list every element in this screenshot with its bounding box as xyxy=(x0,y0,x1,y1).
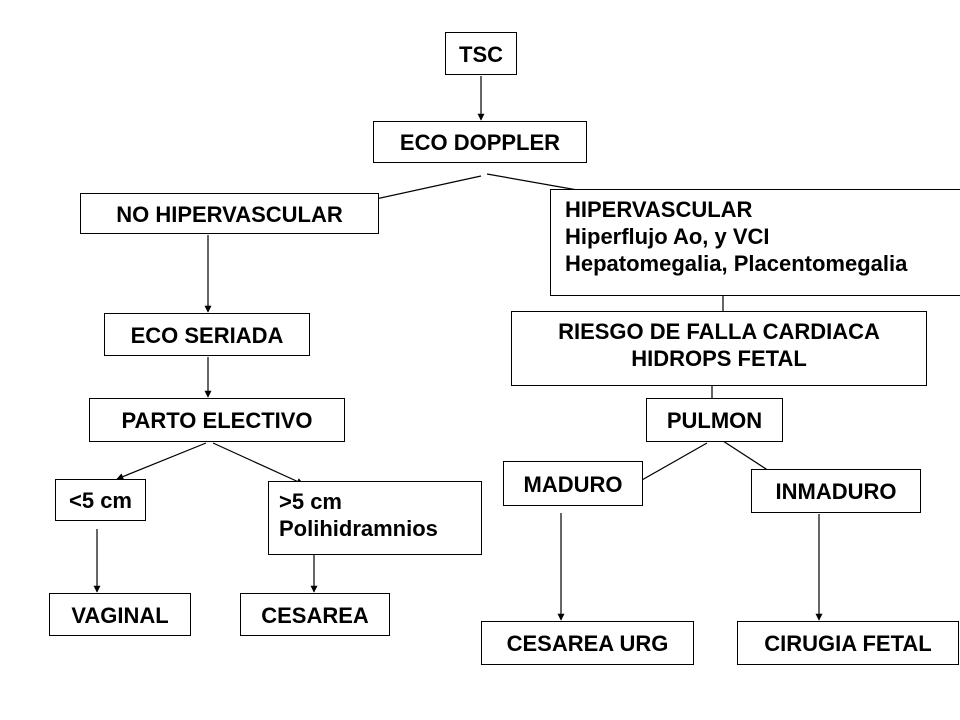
node-hipervascular-line-2: Hiperflujo Ao, y VCI xyxy=(565,224,770,249)
node-cesarea: CESAREA xyxy=(240,593,390,636)
node-no-hipervascular-text: NO HIPERVASCULAR xyxy=(116,202,343,227)
node-pulmon: PULMON xyxy=(646,398,783,442)
node-maduro-text: MADURO xyxy=(523,472,623,497)
node-eco-seriada-text: ECO SERIADA xyxy=(130,323,284,348)
node-inmaduro-text: INMADURO xyxy=(775,479,897,504)
node-hipervascular-line-3: Hepatomegalia, Placentomegalia xyxy=(565,251,908,276)
node-cesarea-text: CESAREA xyxy=(261,603,369,628)
node-eco-doppler-text: ECO DOPPLER xyxy=(399,130,561,155)
node-mas-5cm-line-1: >5 cm xyxy=(279,489,342,514)
node-menos-5cm-text: <5 cm xyxy=(69,488,132,513)
node-menos-5cm: <5 cm xyxy=(55,479,146,521)
node-riesgo-line-1: RIESGO DE FALLA CARDIACA xyxy=(558,319,880,344)
node-parto-electivo: PARTO ELECTIVO xyxy=(89,398,345,442)
node-inmaduro: INMADURO xyxy=(751,469,921,513)
node-parto-electivo-text: PARTO ELECTIVO xyxy=(121,408,313,433)
node-no-hipervascular: NO HIPERVASCULAR xyxy=(80,193,379,234)
node-riesgo-line-2: HIDROPS FETAL xyxy=(631,346,807,371)
arrow-parto-electivo-to-menos-5cm xyxy=(116,442,207,480)
node-eco-doppler: ECO DOPPLER xyxy=(373,121,587,163)
node-maduro: MADURO xyxy=(503,461,643,506)
node-cesarea-urg: CESAREA URG xyxy=(481,621,694,665)
node-vaginal-text: VAGINAL xyxy=(71,603,169,628)
node-pulmon-text: PULMON xyxy=(666,408,763,433)
node-hipervascular: HIPERVASCULAR Hiperflujo Ao, y VCI Hepat… xyxy=(550,189,960,296)
node-riesgo-falla-cardiaca: RIESGO DE FALLA CARDIACA HIDROPS FETAL xyxy=(511,311,927,386)
node-cirugia-fetal-text: CIRUGIA FETAL xyxy=(764,631,932,656)
node-tsc-text: TSC xyxy=(459,42,503,67)
node-mas-5cm: >5 cm Polihidramnios xyxy=(268,481,482,555)
node-cesarea-urg-text: CESAREA URG xyxy=(506,631,669,656)
node-cirugia-fetal: CIRUGIA FETAL xyxy=(737,621,959,665)
node-vaginal: VAGINAL xyxy=(49,593,191,636)
node-tsc: TSC xyxy=(445,32,517,75)
arrow-parto-electivo-to-mas-5cm xyxy=(212,442,304,485)
node-mas-5cm-line-2: Polihidramnios xyxy=(279,516,438,541)
node-hipervascular-line-1: HIPERVASCULAR xyxy=(565,197,753,222)
node-eco-seriada: ECO SERIADA xyxy=(104,313,310,356)
arrow-eco-doppler-to-no-hipervascular xyxy=(361,175,482,205)
